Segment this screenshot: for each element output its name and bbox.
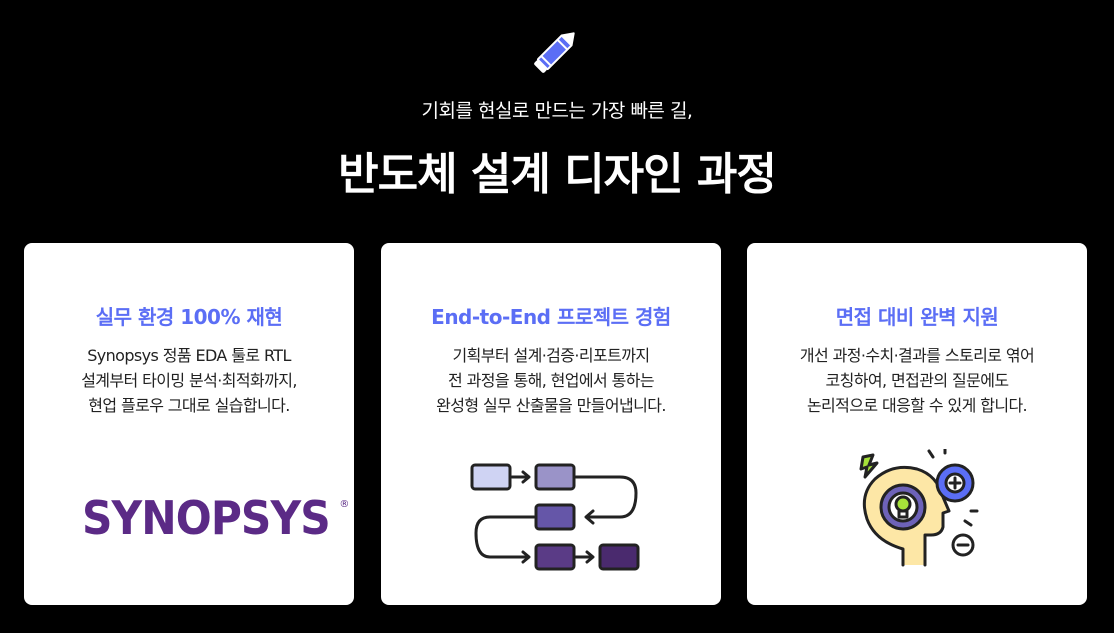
card-title: 면접 대비 완벽 지원 xyxy=(835,305,999,329)
card-description-line: 기획부터 설계·검증·리포트까지 xyxy=(452,346,650,365)
card-description-line: 개선 과정·수치·결과를 스토리로 엮어 xyxy=(799,346,1035,365)
card-description-line: 설계부터 타이밍 분석·최적화까지, xyxy=(81,371,297,390)
card-description-line: 논리적으로 대응할 수 있게 합니다. xyxy=(806,396,1028,415)
card-description-line: 현업 플로우 그대로 실습합니다. xyxy=(88,396,290,415)
card-description-line: Synopsys 정품 EDA 툴로 RTL xyxy=(87,346,291,365)
card-description: 기획부터 설계·검증·리포트까지 전 과정을 통해, 현업에서 통하는 완성형 … xyxy=(391,343,711,418)
page-title: 반도체 설계 디자인 과정 xyxy=(338,149,777,200)
synopsys-logo-text: SYNOPSYS xyxy=(82,491,331,545)
header-subtitle: 기회를 현실로 만드는 가장 빠른 길, xyxy=(421,100,693,122)
registered-mark: ® xyxy=(339,499,350,510)
process-flow-icon xyxy=(470,463,640,571)
card-description: Synopsys 정품 EDA 툴로 RTL 설계부터 타이밍 분석·최적화까지… xyxy=(34,343,344,418)
pencil-icon xyxy=(534,32,575,73)
card-description-line: 코칭하여, 면접관의 질문에도 xyxy=(825,371,1010,390)
card-title: End-to-End 프로젝트 경험 xyxy=(431,305,671,329)
feature-card-end-to-end: End-to-End 프로젝트 경험 기획부터 설계·검증·리포트까지 전 과정… xyxy=(381,243,721,605)
idea-head-icon xyxy=(859,449,979,567)
card-description-line: 완성형 실무 산출물을 만들어냅니다. xyxy=(436,396,666,415)
feature-card-interview-support: 면접 대비 완벽 지원 개선 과정·수치·결과를 스토리로 엮어 코칭하여, 면… xyxy=(747,243,1087,605)
feature-card-practical-environment: 실무 환경 100% 재현 Synopsys 정품 EDA 툴로 RTL 설계부… xyxy=(24,243,354,605)
synopsys-logo: SYNOPSYS ® xyxy=(82,487,349,549)
card-title: 실무 환경 100% 재현 xyxy=(95,305,283,329)
card-description: 개선 과정·수치·결과를 스토리로 엮어 코칭하여, 면접관의 질문에도 논리적… xyxy=(757,343,1077,418)
card-description-line: 전 과정을 통해, 현업에서 통하는 xyxy=(448,371,655,390)
